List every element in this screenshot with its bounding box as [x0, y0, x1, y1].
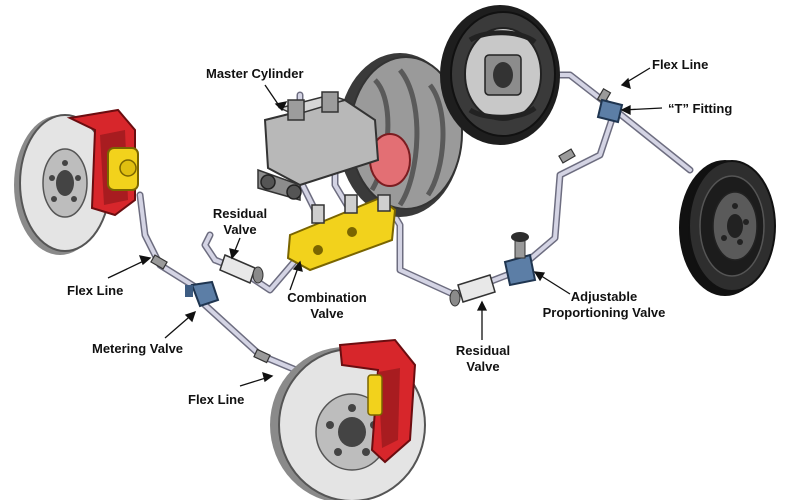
- t-fitting-part: [596, 98, 624, 124]
- adjustable-proportioning-valve-label: Adjustable Proportioning Valve: [542, 289, 666, 320]
- residual-valve-left-label: Residual Valve: [212, 206, 268, 237]
- leader-lines: [107, 67, 663, 387]
- flex-line-left-label: Flex Line: [67, 283, 124, 298]
- rear-drum-brake-top: [440, 5, 560, 145]
- residual-valve-left-part: [219, 253, 264, 285]
- rear-drum-brake-right: [679, 160, 776, 296]
- combination-valve-label: Combination Valve: [287, 290, 367, 321]
- proportioning-valve-part: [503, 232, 537, 287]
- metering-valve-part: [185, 280, 220, 308]
- metering-valve-label: Metering Valve: [92, 341, 184, 356]
- residual-valve-bottom-part: [449, 274, 496, 307]
- front-left-disc-brake: [14, 108, 139, 255]
- t-fitting-label: “T” Fitting: [668, 101, 733, 116]
- front-right-disc-brake: [270, 338, 426, 500]
- flex-line-top-right-label: Flex Line: [652, 57, 709, 72]
- master-cylinder-label: Master Cylinder: [206, 66, 304, 81]
- flex-line-bottom-label: Flex Line: [188, 392, 245, 407]
- combination-valve-part: [286, 194, 397, 272]
- master-cylinder: [257, 91, 380, 201]
- residual-valve-bottom-label: Residual Valve: [455, 343, 511, 374]
- brake-booster: [338, 53, 463, 217]
